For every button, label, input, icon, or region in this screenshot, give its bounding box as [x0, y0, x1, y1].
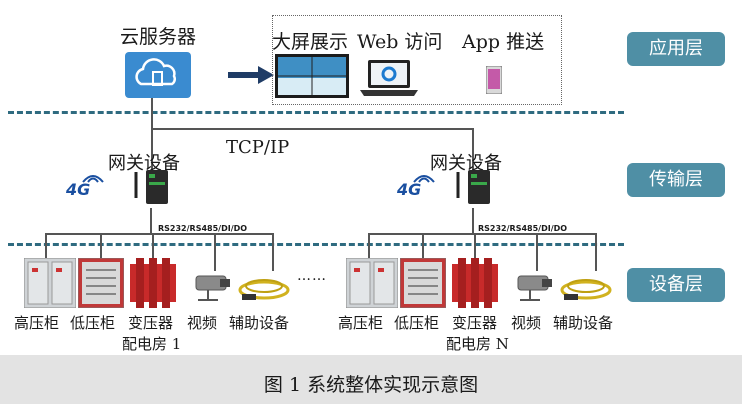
layer-application: 应用层: [627, 32, 725, 66]
layer-transport: 传输层: [627, 163, 725, 197]
low-voltage-cabinet-icon: [400, 258, 446, 308]
high-voltage-cabinet-icon: [24, 258, 76, 308]
bus-drop: [536, 233, 538, 271]
big-screen-label: 大屏展示: [272, 31, 349, 53]
transformer-icon: [130, 258, 176, 308]
laptop-icon: [360, 60, 418, 96]
layer-separator-1: [8, 111, 624, 114]
device-label-transformer: 变压器: [128, 314, 174, 332]
signal-waves-icon: [82, 175, 104, 183]
bus-drop: [368, 233, 370, 259]
display-group-box: [272, 15, 562, 105]
auxiliary-sensor-icon: [238, 279, 290, 300]
link-horizontal: [151, 128, 473, 130]
device-label-video: 视频: [187, 314, 218, 332]
gateway-label-2: 网关设备: [430, 153, 502, 174]
gateway-device-icon-1: [134, 170, 168, 204]
bus-line-2: [368, 233, 596, 235]
ellipsis-label: ……: [297, 268, 327, 284]
bus-drop: [214, 233, 216, 271]
signal-waves-icon: [413, 175, 435, 183]
layer-separator-2: [8, 243, 624, 246]
device-label-hv-cabinet: 高压柜: [338, 314, 384, 332]
link-cloud-gateway1: [151, 98, 153, 178]
bus-drop: [45, 233, 47, 259]
cloud-server-icon: [125, 52, 191, 98]
device-label-lv-cabinet: 低压柜: [394, 314, 440, 332]
gateway-label-1: 网关设备: [108, 153, 180, 174]
video-wall-icon: [275, 54, 349, 98]
bus-drop: [595, 233, 597, 271]
cloud-server-label: 云服务器: [120, 26, 197, 48]
arrow-right-icon: [228, 66, 274, 84]
room-name-n: 配电房 N: [446, 335, 509, 353]
app-push-label: App 推送: [462, 31, 545, 53]
device-label-auxiliary: 辅助设备: [553, 314, 614, 332]
signal-4g-label-1: 4G: [66, 180, 91, 199]
device-label-lv-cabinet: 低压柜: [70, 314, 116, 332]
bus-line-1: [45, 233, 273, 235]
caption-bar: [0, 355, 742, 404]
cctv-camera-icon: [517, 275, 552, 301]
bus-drop: [474, 233, 476, 259]
low-voltage-cabinet-icon: [78, 258, 124, 308]
link-cloud-gateway2: [472, 128, 474, 178]
gateway2-down-link: [472, 208, 474, 234]
bus-label-2: RS232/RS485/DI/DO: [478, 224, 568, 233]
bus-drop: [152, 233, 154, 259]
protocol-label: TCP/IP: [226, 137, 290, 158]
auxiliary-sensor-icon: [560, 279, 612, 300]
layer-device: 设备层: [627, 268, 725, 302]
device-label-transformer: 变压器: [452, 314, 498, 332]
smartphone-icon: [486, 66, 502, 94]
signal-4g-label-2: 4G: [397, 180, 422, 199]
bus-drop: [100, 233, 102, 259]
bus-drop: [422, 233, 424, 259]
cctv-camera-icon: [195, 275, 230, 301]
device-label-hv-cabinet: 高压柜: [14, 314, 60, 332]
device-label-auxiliary: 辅助设备: [229, 314, 290, 332]
bus-label-1: RS232/RS485/DI/DO: [158, 224, 248, 233]
transformer-icon: [452, 258, 498, 308]
figure-caption: 图 1 系统整体实现示意图: [263, 374, 479, 396]
high-voltage-cabinet-icon: [346, 258, 398, 308]
device-label-video: 视频: [511, 314, 542, 332]
gateway1-down-link: [150, 208, 152, 234]
web-access-label: Web 访问: [357, 31, 443, 53]
gateway-device-icon-2: [456, 170, 490, 204]
bus-drop: [272, 233, 274, 271]
room-name-1: 配电房 1: [122, 335, 182, 353]
